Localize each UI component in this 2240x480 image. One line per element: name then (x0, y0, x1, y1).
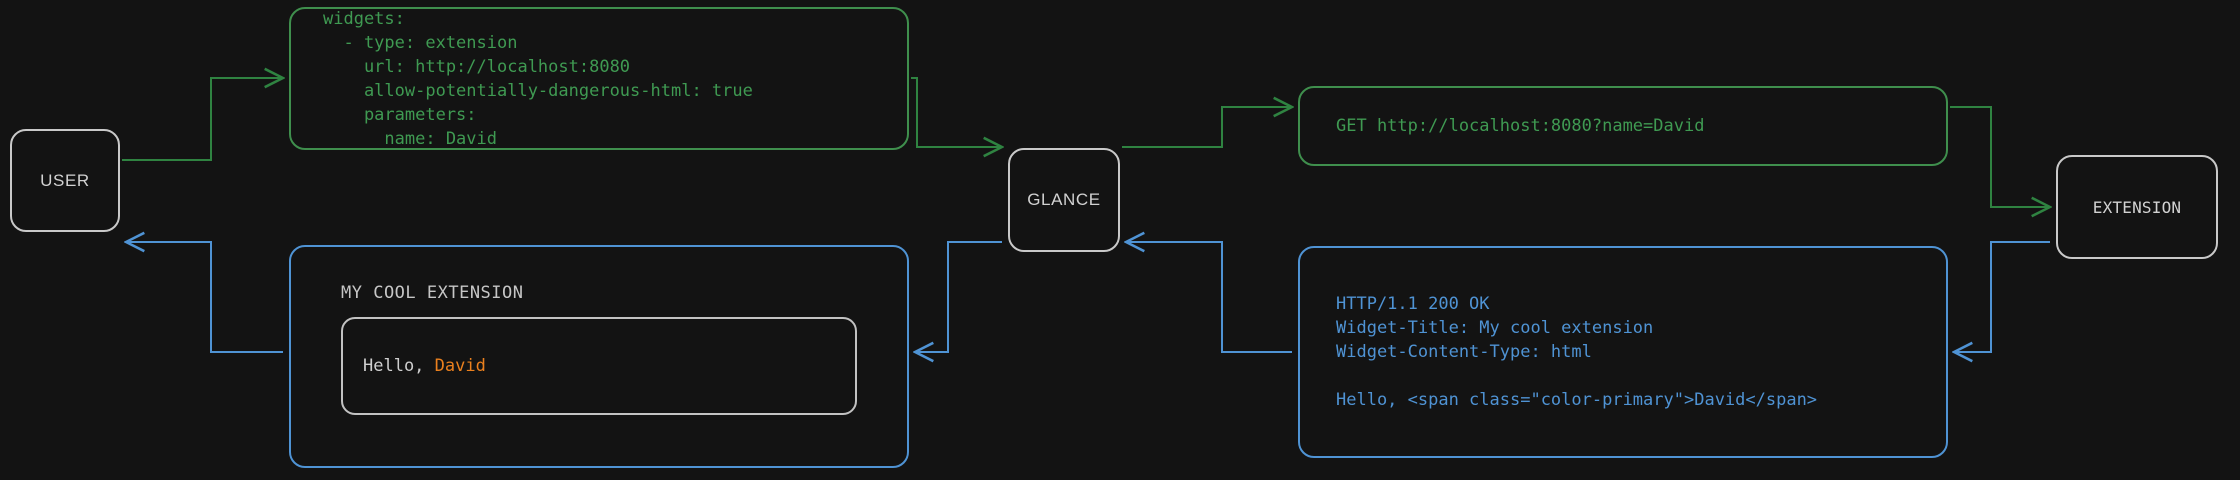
wire-config-to-glance (911, 77, 1002, 147)
rendered-widget-name: David (434, 356, 486, 376)
node-user-label: USER (40, 170, 90, 190)
wire-widget-to-user (126, 242, 283, 353)
node-glance-label: GLANCE (1027, 190, 1101, 209)
rendered-widget-greeting: Hello, (363, 356, 435, 376)
wire-response-to-glance (1126, 242, 1292, 353)
wire-glance-to-widget (915, 241, 1002, 352)
rendered-widget-body: Hello, David (341, 317, 857, 415)
panel-http-response: HTTP/1.1 200 OK Widget-Title: My cool ex… (1298, 246, 1948, 458)
node-extension-label: EXTENSION (2092, 197, 2182, 217)
wire-extension-to-response (1954, 241, 2050, 352)
http-request-text: GET http://localhost:8080?name=David (1336, 116, 1705, 136)
yaml-config-text: widgets: - type: extension url: http://l… (323, 8, 753, 149)
panel-yaml-config: widgets: - type: extension url: http://l… (289, 7, 909, 150)
node-user[interactable]: USER (10, 129, 120, 232)
wire-user-to-config (122, 78, 283, 161)
wire-glance-to-request (1122, 107, 1292, 148)
panel-http-request: GET http://localhost:8080?name=David (1298, 86, 1948, 166)
http-response-text: HTTP/1.1 200 OK Widget-Title: My cool ex… (1336, 294, 1818, 410)
wire-request-to-extension (1950, 106, 2050, 207)
node-extension[interactable]: EXTENSION (2056, 155, 2218, 259)
node-glance[interactable]: GLANCE (1008, 148, 1120, 252)
rendered-widget-title: MY COOL EXTENSION (341, 283, 524, 303)
panel-rendered-widget: MY COOL EXTENSION Hello, David (289, 245, 909, 468)
